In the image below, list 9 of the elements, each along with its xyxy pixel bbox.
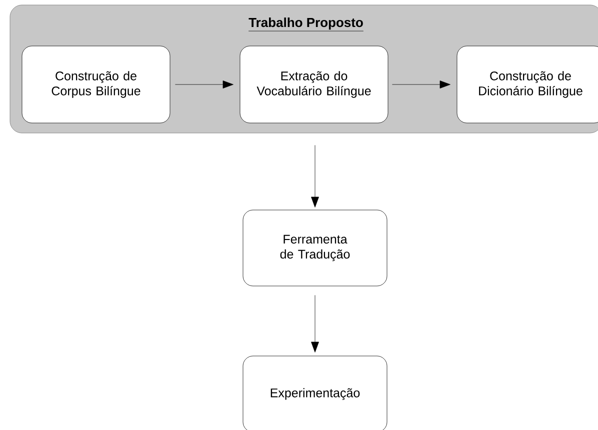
process-box: Construção de Dicionário Bilíngue xyxy=(456,46,598,124)
arrow xyxy=(311,295,319,352)
process-box: Ferramenta de Tradução xyxy=(242,210,388,286)
arrow xyxy=(311,145,319,208)
arrow xyxy=(175,80,234,88)
process-box: Extração do Vocabulário Bilíngue xyxy=(240,46,388,124)
arrow xyxy=(392,80,450,88)
process-box: Experimentação xyxy=(242,356,388,430)
process-box: Construção de Corpus Bilíngue xyxy=(22,46,170,124)
